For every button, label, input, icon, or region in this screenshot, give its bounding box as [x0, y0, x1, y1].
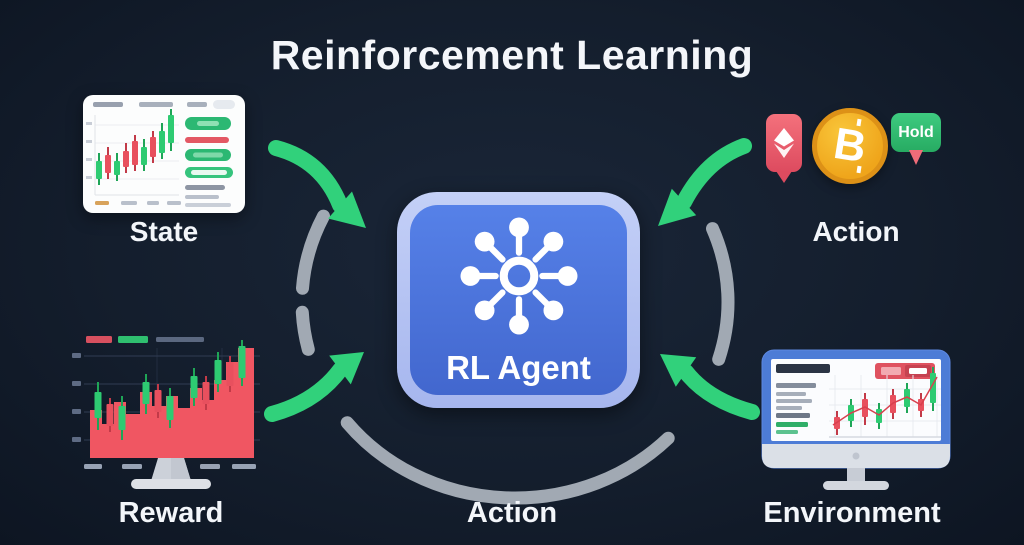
- card-header-text-bars: [93, 100, 235, 109]
- reward-candlestick-chart: [94, 340, 246, 440]
- hold-label: Hold: [898, 123, 934, 141]
- arrowhead: [328, 191, 366, 228]
- environment-to-agent-arrow: [660, 354, 760, 420]
- arc-right: [706, 222, 735, 366]
- card-axes: [94, 115, 179, 196]
- state-label: State: [129, 216, 199, 247]
- ethereum-badge-icon: [766, 114, 802, 172]
- reward-monitor-stand: [131, 458, 211, 489]
- dashboard-title-bar: [776, 364, 830, 373]
- arc-left-upper: [296, 209, 330, 295]
- action-icons: B Hold: [760, 104, 952, 196]
- reward-y-tick-bars: [72, 353, 81, 442]
- state-card-graphic: [86, 100, 235, 207]
- reward-legend-bars: [86, 336, 204, 343]
- environment-monitor-graphic: [761, 349, 951, 490]
- action-bottom-label: Action: [466, 497, 558, 529]
- action-to-agent-arrow: [658, 138, 752, 226]
- arc-bottom: [340, 416, 675, 505]
- dashboard-trend-line: [832, 376, 938, 426]
- reward-chart-monitor: [72, 334, 272, 492]
- card-y-tick-bars: [86, 122, 92, 179]
- dashboard-red-badge: [875, 363, 935, 379]
- dashboard-screen-content: [776, 363, 941, 438]
- arrowhead: [658, 188, 697, 226]
- ethereum-logo-icon: [774, 128, 794, 158]
- arrowhead: [329, 352, 364, 385]
- bitcoin-symbol: B: [830, 118, 870, 173]
- dashboard-chart-grid: [829, 375, 941, 437]
- reward-label: Reward: [118, 497, 224, 529]
- neural-hub-icon: [460, 217, 577, 335]
- state-candlestick-chart: [96, 109, 174, 185]
- monitor-stand-neck: [847, 468, 865, 481]
- reward-to-agent-arrow: [264, 352, 364, 422]
- monitor-stand-base: [823, 481, 889, 490]
- card-side-panel: [185, 117, 233, 207]
- page-title: Reinforcement Learning: [270, 32, 754, 78]
- rl-agent-label: RL Agent: [446, 349, 591, 386]
- arc-left-lower: [295, 305, 315, 356]
- arrowhead: [660, 354, 697, 387]
- environment-label: Environment: [763, 497, 941, 529]
- bitcoin-coin-icon: B: [812, 108, 888, 184]
- card-x-label-bars: [95, 201, 181, 205]
- environment-monitor: [760, 348, 956, 498]
- rl-agent-box: RL Agent: [397, 192, 640, 408]
- state-chart-card: [83, 95, 245, 213]
- monitor-camera-dot: [852, 452, 860, 460]
- state-to-agent-arrow: [268, 140, 366, 228]
- action-top-label: Action: [812, 216, 900, 247]
- rl-agent-inner: RL Agent: [410, 205, 627, 395]
- dashboard-sidebar-bars: [776, 383, 816, 434]
- reward-chart-graphic: [72, 336, 260, 489]
- hold-action-bubble: Hold: [891, 113, 941, 152]
